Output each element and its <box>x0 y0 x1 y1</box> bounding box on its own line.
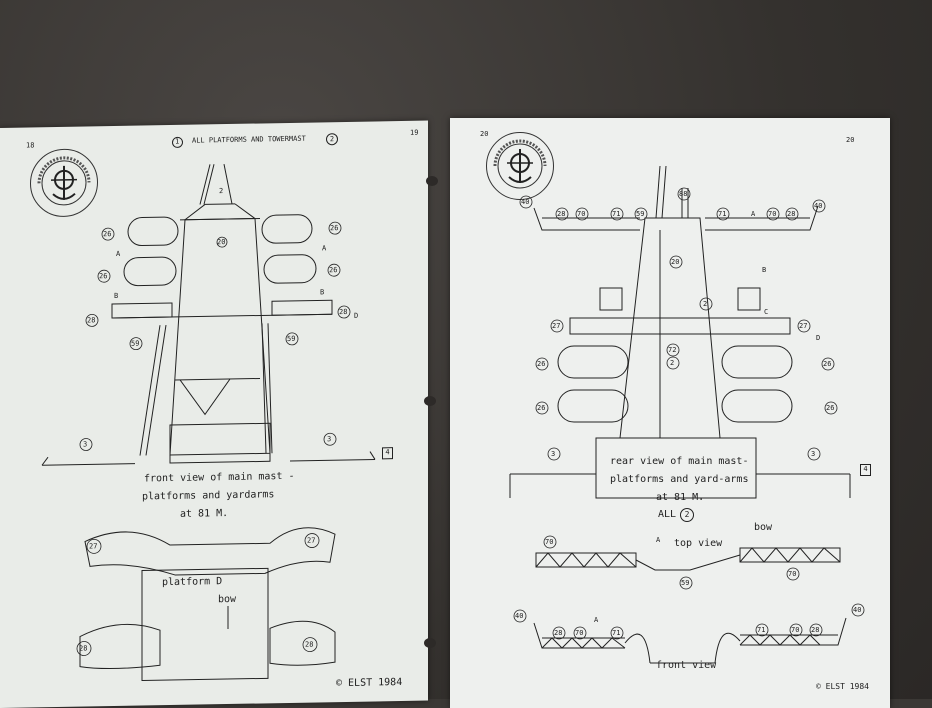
label-59-b: 59 <box>287 335 295 343</box>
label-26-c: 26 <box>99 272 107 280</box>
label-70-e: 70 <box>575 629 583 637</box>
label-70-d: 70 <box>788 570 796 578</box>
label-A-front: A <box>594 616 598 624</box>
caption-line-4: ALL <box>658 509 676 520</box>
label-20: 20 <box>217 238 225 246</box>
caption-line-2: platforms and yard-arms <box>610 474 748 485</box>
label-59-a: 59 <box>636 210 644 218</box>
label-2-b: 2 <box>670 359 674 367</box>
label-3-b: 3 <box>811 450 815 458</box>
platform-d-label: platform D <box>162 576 222 588</box>
label-40-c: 40 <box>515 612 523 620</box>
label-26-d: 26 <box>826 404 834 412</box>
corner-box-4: 4 <box>382 447 393 459</box>
label-C: C <box>764 308 768 316</box>
bow-label: bow <box>218 594 236 605</box>
label-28-a: 28 <box>557 210 565 218</box>
label-70-f: 70 <box>791 626 799 634</box>
label-59-a: 59 <box>131 340 139 348</box>
label-D: D <box>354 312 358 320</box>
label-B-right: B <box>320 288 324 296</box>
label-70-b: 70 <box>768 210 776 218</box>
label-B: B <box>762 266 766 274</box>
label-28-d: 28 <box>811 626 819 634</box>
caption-line-3: at 81 M. <box>180 508 228 520</box>
binder-hole <box>424 396 436 406</box>
caption-line-1: rear view of main mast- <box>610 456 748 467</box>
label-3-b: 3 <box>327 435 331 443</box>
label-71-c: 71 <box>612 629 620 637</box>
label-26-b: 26 <box>823 360 831 368</box>
copyright-right: © ELST 1984 <box>816 682 869 691</box>
label-D: D <box>816 334 820 342</box>
front-view-drawing <box>0 121 428 708</box>
label-27-a: 27 <box>89 542 97 550</box>
label-70-c: 70 <box>545 538 553 546</box>
label-2-a: 2 <box>703 300 707 308</box>
label-26-b: 26 <box>330 224 338 232</box>
label-28-a: 28 <box>87 316 95 324</box>
label-A-left: A <box>116 250 120 258</box>
label-40-d: 40 <box>853 606 861 614</box>
label-40-a: 40 <box>521 198 529 206</box>
label-26-a: 26 <box>103 230 111 238</box>
label-40-b: 40 <box>814 202 822 210</box>
copyright-left: © ELST 1984 <box>336 677 402 689</box>
label-88: 88 <box>679 190 687 198</box>
label-28-b: 28 <box>339 308 347 316</box>
label-27-b: 27 <box>307 536 315 544</box>
label-27-a: 27 <box>552 322 560 330</box>
label-71-d: 71 <box>757 626 765 634</box>
label-26-d: 26 <box>329 266 337 274</box>
label-B-left: B <box>114 292 118 300</box>
label-28-d: 28 <box>305 641 313 649</box>
label-59-b: 59 <box>681 579 689 587</box>
label-3-a: 3 <box>83 440 87 448</box>
corner-box-4: 4 <box>860 464 871 476</box>
label-72: 72 <box>668 346 676 354</box>
label-A-mid: A <box>656 536 660 544</box>
binder-hole <box>424 638 436 648</box>
left-page: 18 19 1 ALL PLATFORMS AND TOWERMAST 2 <box>0 121 428 708</box>
caption-num: 2 <box>680 508 694 522</box>
label-70-a: 70 <box>577 210 585 218</box>
label-26-c: 26 <box>537 404 545 412</box>
right-page: 20 20 <box>450 118 890 708</box>
label-28-b: 28 <box>787 210 795 218</box>
label-26-a: 26 <box>537 360 545 368</box>
label-28-c: 28 <box>79 644 87 652</box>
label-A-top: A <box>751 210 755 218</box>
front-view-label: front view <box>656 660 716 671</box>
binder-hole <box>426 176 438 186</box>
label-2: 2 <box>219 187 223 195</box>
label-28-c: 28 <box>554 629 562 637</box>
top-view-label: top view <box>674 538 722 549</box>
label-A-right: A <box>322 244 326 252</box>
label-3-a: 3 <box>551 450 555 458</box>
label-20: 20 <box>671 258 679 266</box>
label-71-a: 71 <box>612 210 620 218</box>
caption-line-2: platforms and yardarms <box>142 489 274 502</box>
bow-label: bow <box>754 522 772 533</box>
caption-line-3: at 81 M. <box>656 492 704 503</box>
label-27-b: 27 <box>799 322 807 330</box>
label-71-b: 71 <box>718 210 726 218</box>
